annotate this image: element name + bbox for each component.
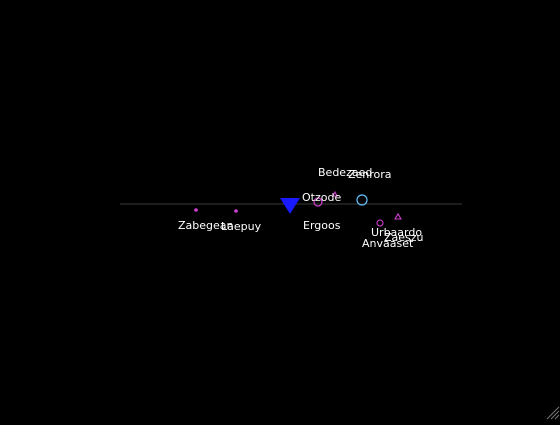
bedezaed-triangle-icon [332,190,338,197]
laepuy-dot-icon [234,209,238,213]
label-bedezaed: Bedezaed [318,166,372,179]
anvaaset-triangle-icon [394,212,402,220]
label-laepuy: Laepuy [221,220,262,233]
zabegean-dot-icon [194,208,198,212]
label-ergoos: Ergoos [303,219,341,232]
otzode-circle-icon [313,197,323,207]
zenrora-circle-icon [356,194,368,206]
resize-grip-icon[interactable] [546,406,560,420]
label-urbaardo: Urbaardo [371,226,422,239]
urbaardo-circle-icon [376,219,384,227]
label-zenrora: Zenrora [348,168,392,181]
label-anvaaset: Anvaaset [362,237,414,250]
label-zaeszu: Zaeszu [384,231,424,244]
player-marker-icon [280,198,300,214]
label-otzode: Otzode [302,191,341,204]
label-zabegean: Zabegean [178,219,234,232]
